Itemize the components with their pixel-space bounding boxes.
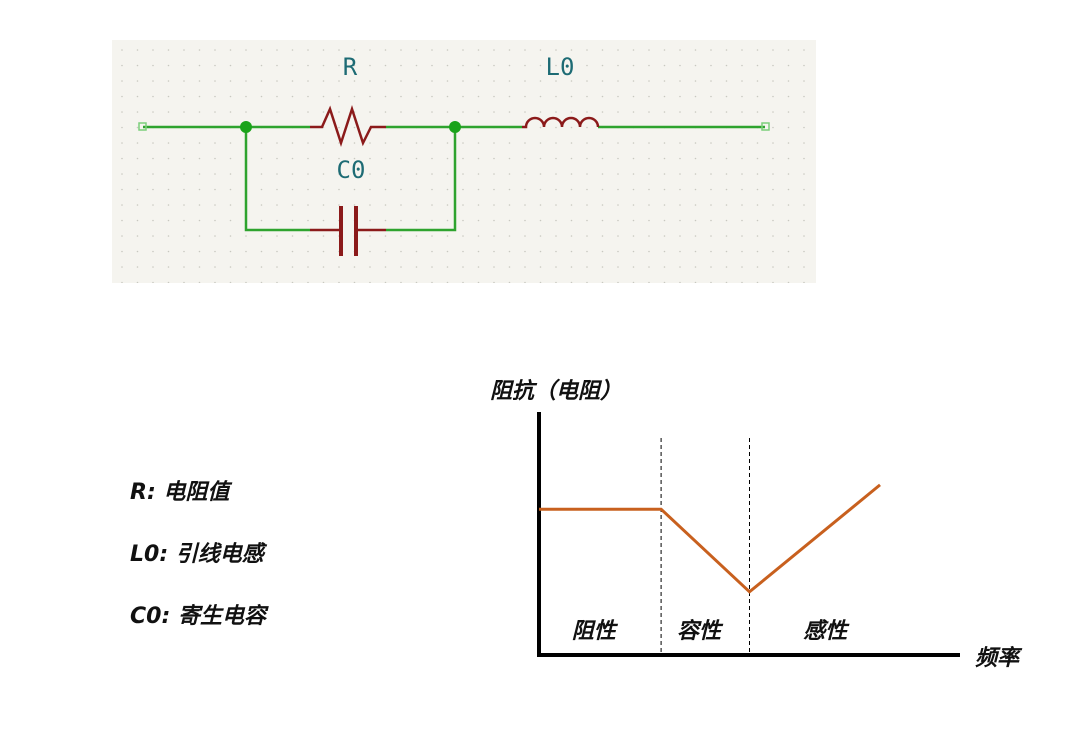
left-terminal bbox=[138, 122, 147, 131]
impedance-series-line bbox=[539, 483, 881, 594]
legend-symbol: L0: bbox=[130, 542, 169, 567]
inductor-label: L0 bbox=[546, 53, 575, 81]
right-terminal bbox=[761, 122, 770, 131]
legend-text: 寄生电容 bbox=[177, 604, 266, 629]
legend-item-r: R: 电阻值 bbox=[130, 474, 229, 506]
capacitor-label: C0 bbox=[337, 156, 366, 184]
x-axis-label: 频率 bbox=[975, 645, 1023, 671]
legend-item-l0: L0: 引线电感 bbox=[130, 536, 264, 568]
legend-symbol: R: bbox=[130, 480, 156, 505]
legend-symbol: C0: bbox=[130, 604, 171, 629]
legend-item-c0: C0: 寄生电容 bbox=[130, 598, 266, 630]
impedance-chart: 阻抗（电阻） 频率 阻性 容性 感性 bbox=[490, 378, 1023, 671]
region-label: 容性 bbox=[677, 618, 724, 644]
dot-grid bbox=[112, 40, 816, 283]
junction-right bbox=[449, 121, 461, 133]
legend-text: 引线电感 bbox=[175, 542, 264, 567]
schematic: R C0 L0 bbox=[112, 40, 816, 283]
resistor-label: R bbox=[343, 53, 358, 81]
region-label: 感性 bbox=[803, 619, 850, 644]
capacitor-symbol bbox=[310, 206, 386, 256]
inductor-symbol bbox=[522, 116, 600, 129]
region-label: 阻性 bbox=[572, 619, 619, 644]
y-axis-label: 阻抗（电阻） bbox=[490, 378, 622, 404]
resistor-symbol bbox=[310, 104, 386, 148]
junction-left bbox=[240, 121, 252, 133]
legend-text: 电阻值 bbox=[163, 480, 230, 505]
